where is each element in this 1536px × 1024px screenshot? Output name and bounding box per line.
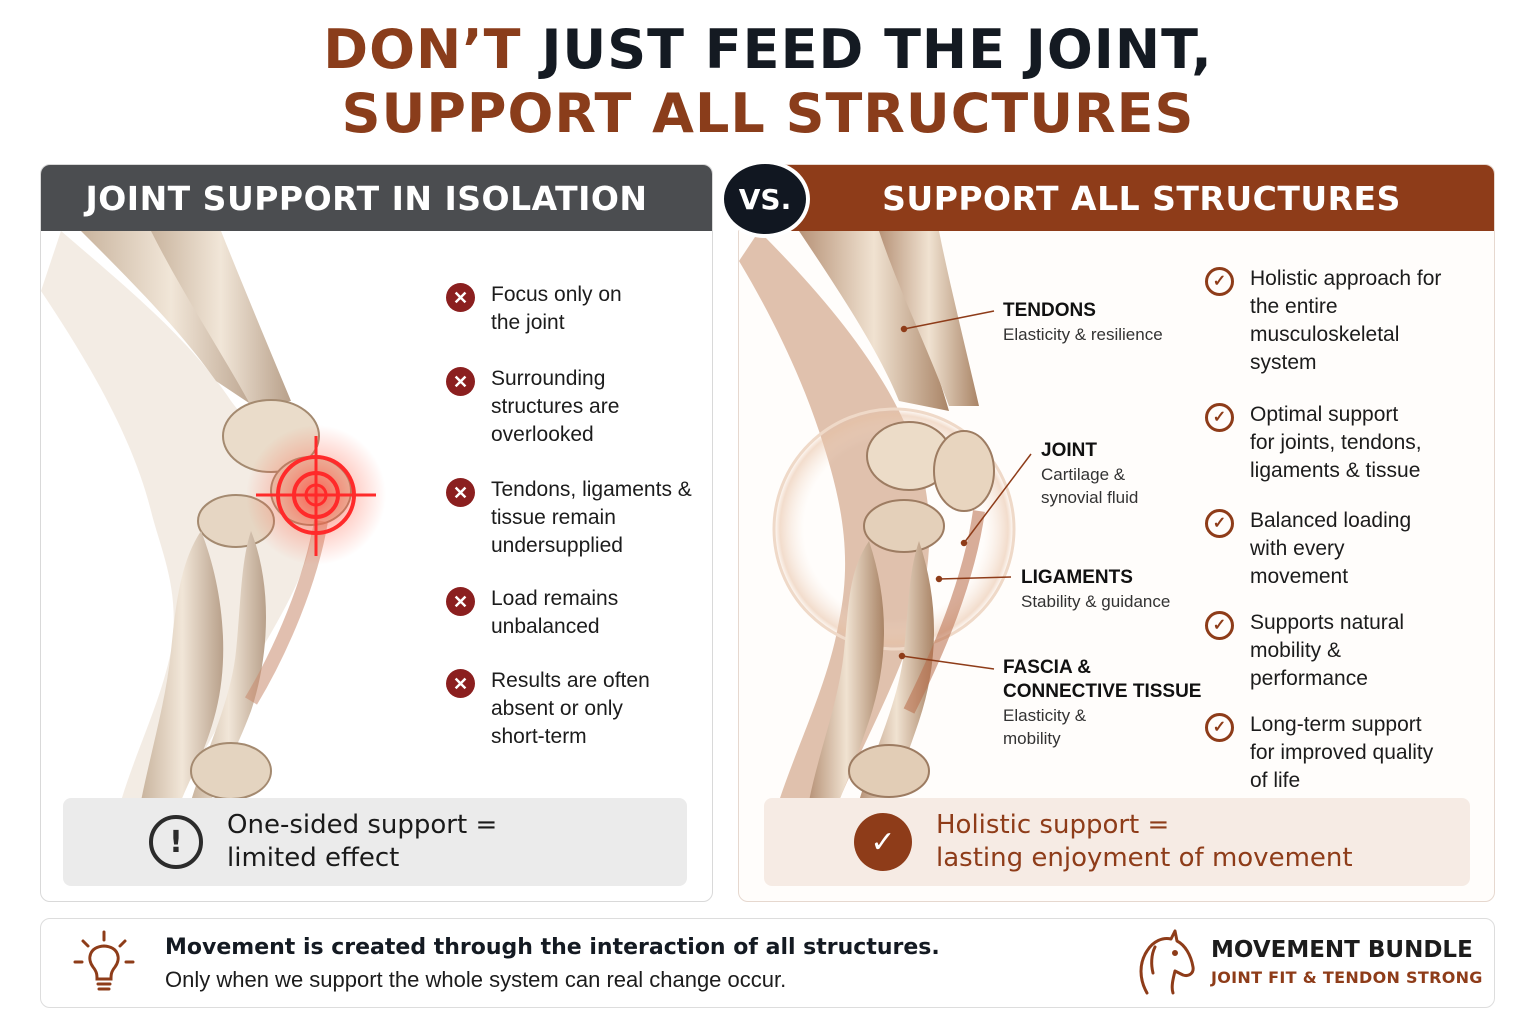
- footer-subtitle: Only when we support the whole system ca…: [165, 967, 787, 992]
- list-item-text: Focus only on the joint: [491, 283, 622, 334]
- knee-illustration-right: [739, 231, 1032, 801]
- list-item: ✓ Optimal support for joints, tendons, l…: [1205, 401, 1441, 485]
- callout-fascia: FASCIA & CONNECTIVE TISSUE Elasticity & …: [1003, 656, 1201, 750]
- check-circle-icon: ✓: [854, 813, 912, 871]
- list-item-text: Load remains unbalanced: [491, 587, 619, 638]
- brand-name: MOVEMENT BUNDLE: [1211, 937, 1473, 963]
- brand-subtitle: JOINT FIT & TENDON STRONG: [1211, 968, 1483, 987]
- footer-title: Movement is created through the interact…: [165, 935, 940, 960]
- list-item: ✕ Load remains unbalanced: [446, 585, 692, 641]
- list-item-text: Tendons, ligaments & tissue remain under…: [491, 478, 692, 557]
- x-circle-icon: ✕: [446, 367, 475, 396]
- page-headline: DON’T JUST FEED THE JOINT, SUPPORT ALL S…: [0, 18, 1536, 146]
- check-circle-icon: ✓: [1205, 267, 1234, 296]
- all-structures-panel-title: SUPPORT ALL STRUCTURES: [739, 165, 1494, 231]
- list-item-text: Optimal support for joints, tendons, lig…: [1250, 403, 1422, 482]
- headline-line-1: DON’T JUST FEED THE JOINT,: [0, 18, 1536, 82]
- knee-illustration-left: [41, 231, 386, 801]
- callout-tendons-title: TENDONS: [1003, 300, 1096, 321]
- all-structures-panel: SUPPORT ALL STRUCTURES: [738, 164, 1495, 902]
- footer-banner: Movement is created through the interact…: [40, 918, 1495, 1008]
- headline-line-2: SUPPORT ALL STRUCTURES: [341, 82, 1195, 145]
- callout-ligaments-sub: Stability & guidance: [1021, 592, 1171, 611]
- target-icon: [246, 425, 386, 565]
- callout-fascia-title: FASCIA & CONNECTIVE TISSUE: [1003, 657, 1202, 702]
- check-circle-icon: ✓: [1205, 611, 1234, 640]
- list-item: ✕ Focus only on the joint: [446, 281, 692, 337]
- check-circle-icon: ✓: [1205, 509, 1234, 538]
- isolation-summary-text: One-sided support = limited effect: [227, 810, 498, 873]
- x-circle-icon: ✕: [446, 587, 475, 616]
- isolation-panel-title: JOINT SUPPORT IN ISOLATION: [41, 165, 712, 231]
- list-item: ✓ Holistic approach for the entire muscu…: [1205, 265, 1441, 377]
- list-item: ✕ Surrounding structures are overlooked: [446, 365, 692, 449]
- x-circle-icon: ✕: [446, 669, 475, 698]
- list-item: ✓ Supports natural mobility & performanc…: [1205, 609, 1441, 693]
- callout-tendons: TENDONS Elasticity & resilience: [1003, 299, 1163, 346]
- list-item: ✓ Long-term support for improved quality…: [1205, 711, 1441, 795]
- headline-dont: DON’T: [323, 18, 522, 81]
- callout-joint-title: JOINT: [1041, 440, 1097, 461]
- callout-tendons-sub: Elasticity & resilience: [1003, 325, 1163, 344]
- list-item-text: Supports natural mobility & performance: [1250, 611, 1405, 690]
- list-item-text: Long-term support for improved quality o…: [1250, 713, 1434, 792]
- isolation-panel: JOINT SUPPORT IN ISOLATION: [40, 164, 713, 902]
- horse-head-icon: [1139, 929, 1195, 995]
- isolation-summary: ! One-sided support = limited effect: [63, 798, 687, 886]
- headline-feed-joint: JUST FEED THE JOINT,: [521, 18, 1213, 81]
- list-item: ✕ Tendons, ligaments & tissue remain und…: [446, 476, 692, 560]
- x-circle-icon: ✕: [446, 478, 475, 507]
- isolation-points-list: ✕ Focus only on the joint ✕ Surrounding …: [446, 281, 692, 751]
- callout-joint-sub: Cartilage & synovial fluid: [1041, 465, 1139, 507]
- callout-joint: JOINT Cartilage & synovial fluid: [1041, 439, 1138, 509]
- check-circle-icon: ✓: [1205, 713, 1234, 742]
- list-item-text: Holistic approach for the entire musculo…: [1250, 267, 1442, 374]
- list-item-text: Balanced loading with every movement: [1250, 509, 1412, 588]
- exclamation-circle-icon: !: [149, 815, 203, 869]
- lightbulb-icon: [73, 930, 135, 991]
- callout-ligaments: LIGAMENTS Stability & guidance: [1021, 566, 1170, 613]
- list-item-text: Results are often absent or only short-t…: [491, 669, 650, 748]
- callout-fascia-sub: Elasticity & mobility: [1003, 706, 1087, 748]
- list-item: ✓ Balanced loading with every movement: [1205, 507, 1441, 591]
- vs-badge: VS.: [720, 160, 810, 238]
- list-item-text: Surrounding structures are overlooked: [491, 367, 620, 446]
- all-structures-summary: ✓ Holistic support = lasting enjoyment o…: [764, 798, 1470, 886]
- all-structures-summary-text: Holistic support = lasting enjoyment of …: [936, 810, 1353, 873]
- list-item: ✕ Results are often absent or only short…: [446, 667, 692, 751]
- check-circle-icon: ✓: [1205, 403, 1234, 432]
- all-structures-points-list: ✓ Holistic approach for the entire muscu…: [1205, 265, 1441, 795]
- x-circle-icon: ✕: [446, 283, 475, 312]
- callout-ligaments-title: LIGAMENTS: [1021, 567, 1133, 588]
